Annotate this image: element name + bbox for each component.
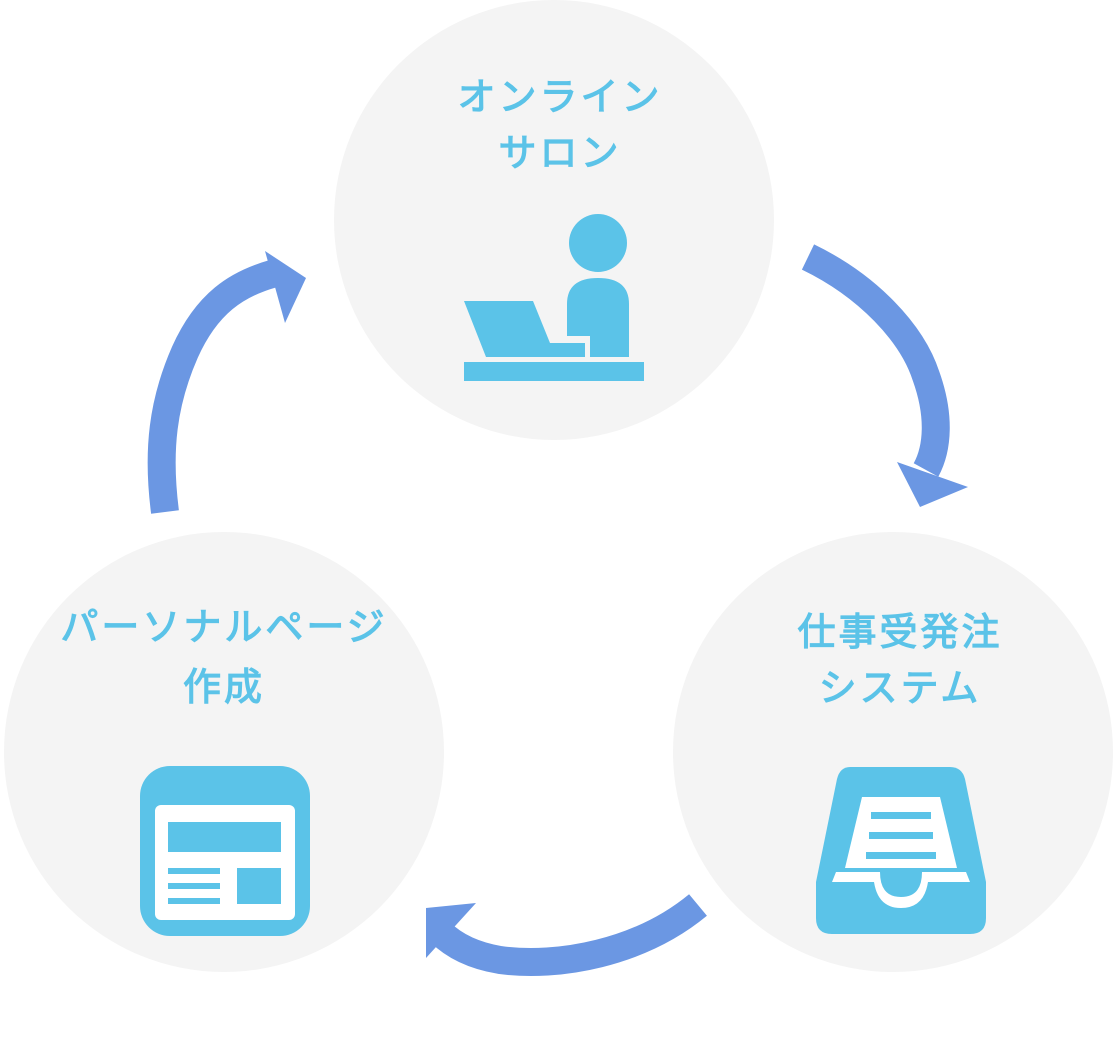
node-personal-page: パーソナルページ 作成 (4, 532, 444, 972)
arrow-page-to-salon (147, 251, 306, 514)
node-circle (673, 532, 1113, 972)
node-label-line-1: オンライン (457, 75, 662, 119)
webpage-layout-icon (140, 766, 310, 936)
node-label-line-1: 仕事受発注 (797, 610, 1002, 654)
node-label-line-2: システム (819, 666, 982, 710)
inbox-tray-icon (816, 767, 986, 934)
node-circle (334, 0, 774, 440)
node-circle (4, 532, 444, 972)
person-laptop-icon (464, 214, 644, 381)
node-label-line-2: サロン (498, 131, 621, 175)
node-label-line-2: 作成 (183, 665, 265, 709)
node-label-line-1: パーソナルページ (60, 605, 387, 649)
arrow-salon-to-system (801, 244, 968, 507)
node-job-system: 仕事受発注 システム (673, 532, 1113, 972)
arrow-system-to-page (426, 894, 707, 976)
node-online-salon: オンライン サロン (334, 0, 774, 440)
